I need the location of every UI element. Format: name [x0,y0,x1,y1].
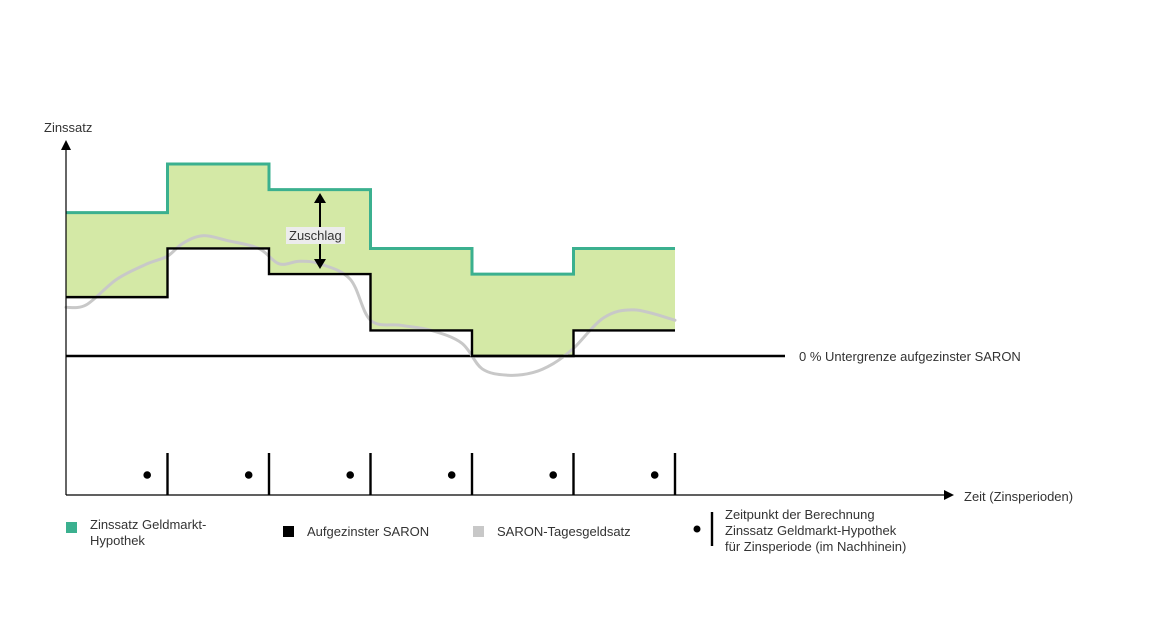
legend-mortgage-swatch [66,522,77,533]
calculation-dot [650,471,659,479]
legend-mortgage-label-2: Hypothek [90,533,145,548]
zuschlag-arrow-down-icon [314,259,326,269]
compounded-saron-series [66,247,675,358]
y-axis-arrow-icon [61,140,71,150]
mortgage-rate-series [66,162,675,276]
calculation-dot [549,471,557,479]
legend-daily-label: SARON-Tagesgeldsatz [497,524,631,539]
zuschlag-area [66,164,675,356]
legend-daily-swatch [473,526,484,537]
y-axis-label: Zinssatz [44,120,93,135]
calculation-dot [143,471,151,479]
x-axis-arrow-icon [944,490,954,500]
calculation-dot [244,471,253,479]
zuschlag-arrow-up-icon [314,193,326,203]
zuschlag-label: Zuschlag [286,227,345,244]
legend-calc-label-1: Zeitpunkt der Berechnung [725,507,875,522]
legend-compounded-swatch [283,526,294,537]
calculation-dot [346,471,355,479]
calculation-dot [447,471,456,479]
legend-calc-label-3: für Zinsperiode (im Nachhinein) [725,539,907,554]
mortgage-rate-line [66,162,675,276]
legend-calc-dot-icon [693,525,701,533]
x-axis-label: Zeit (Zinsperioden) [964,489,1074,504]
compounded-saron-line [66,247,675,358]
legend-mortgage-label-1: Zinssatz Geldmarkt- [90,517,207,532]
calculation-markers [143,453,677,495]
legend-compounded-label: Aufgezinster SARON [307,524,430,539]
legend-calc-label-2: Zinssatz Geldmarkt-Hypothek [725,523,897,538]
floor-label: 0 % Untergrenze aufgezinster SARON [799,349,1021,364]
zuschlag-fill [66,164,675,356]
